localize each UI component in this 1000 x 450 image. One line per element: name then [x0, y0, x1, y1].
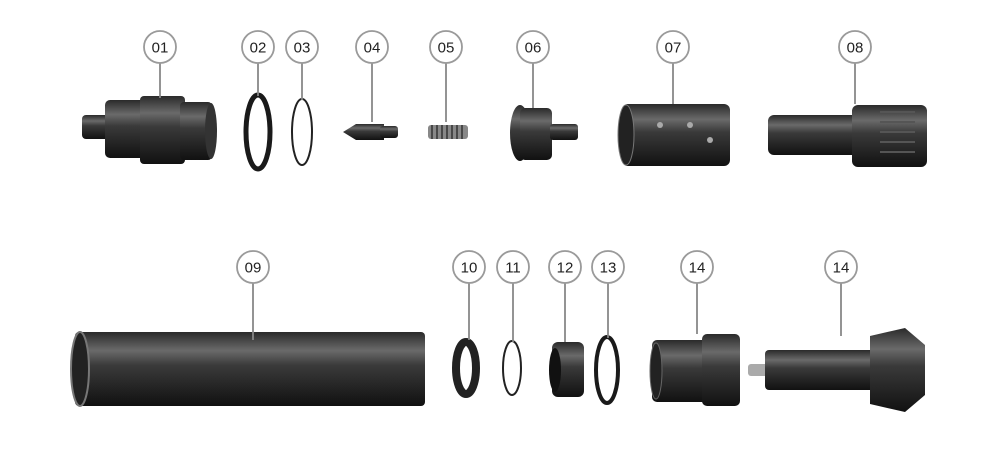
part-number-label: 06: [525, 40, 542, 57]
part-12-guide-sleeve: [549, 342, 584, 397]
callout-03: 03: [285, 30, 319, 100]
part-number-label: 14: [689, 260, 706, 277]
part-09-outer-casing: [70, 331, 425, 407]
callout-02: 02: [241, 30, 275, 96]
callout-circle: [824, 250, 858, 284]
part-number-label: 02: [250, 40, 267, 57]
callout-circle: [355, 30, 389, 64]
part-number-label: 04: [364, 40, 381, 57]
part-number-label: 11: [505, 260, 521, 277]
callout-10: 10: [452, 250, 486, 340]
callout-01: 01: [143, 30, 177, 98]
callout-05: 05: [429, 30, 463, 122]
callout-13: 13: [591, 250, 625, 338]
callout-14: 14: [680, 250, 714, 334]
callout-circle: [548, 250, 582, 284]
part-03-o-ring: [291, 98, 313, 166]
callout-circle: [516, 30, 550, 64]
part-number-label: 08: [847, 40, 864, 57]
callout-circle: [452, 250, 486, 284]
part-number-label: 13: [600, 260, 617, 277]
part-06-air-distributor: [510, 105, 578, 161]
part-number-label: 10: [461, 260, 478, 277]
callout-circle: [838, 30, 872, 64]
part-number-label: 05: [438, 40, 455, 57]
callout-circle: [429, 30, 463, 64]
callout-12: 12: [548, 250, 582, 342]
part-number-label: 07: [665, 40, 682, 57]
part-14-chuck: [649, 334, 740, 406]
part-11-o-ring: [502, 340, 522, 396]
callout-circle: [656, 30, 690, 64]
callout-07: 07: [656, 30, 690, 104]
callout-circle: [591, 250, 625, 284]
callout-04: 04: [355, 30, 389, 122]
part-number-label: 01: [152, 40, 169, 57]
callout-circle: [241, 30, 275, 64]
callout-11: 11: [496, 250, 530, 342]
part-number-label: 09: [245, 260, 262, 277]
callout-circle: [143, 30, 177, 64]
part-10-retaining-ring: [452, 338, 480, 398]
part-13-o-ring: [594, 335, 620, 405]
callout-circle: [285, 30, 319, 64]
callout-circle: [236, 250, 270, 284]
callout-08: 08: [838, 30, 872, 104]
part-02-o-ring: [243, 92, 273, 172]
part-05-spring: [428, 125, 468, 139]
part-14-drill-bit: [748, 328, 925, 412]
part-number-label: 12: [557, 260, 574, 277]
part-01-top-sub: [82, 96, 217, 164]
callout-06: 06: [516, 30, 550, 108]
callout-14: 14: [824, 250, 858, 336]
part-number-label: 03: [294, 40, 311, 57]
callout-circle: [680, 250, 714, 284]
part-08-piston: [768, 105, 927, 167]
part-04-valve: [343, 124, 398, 140]
callout-circle: [496, 250, 530, 284]
callout-09: 09: [236, 250, 270, 340]
part-number-label: 14: [833, 260, 850, 277]
part-07-inner-cylinder: [617, 104, 730, 166]
